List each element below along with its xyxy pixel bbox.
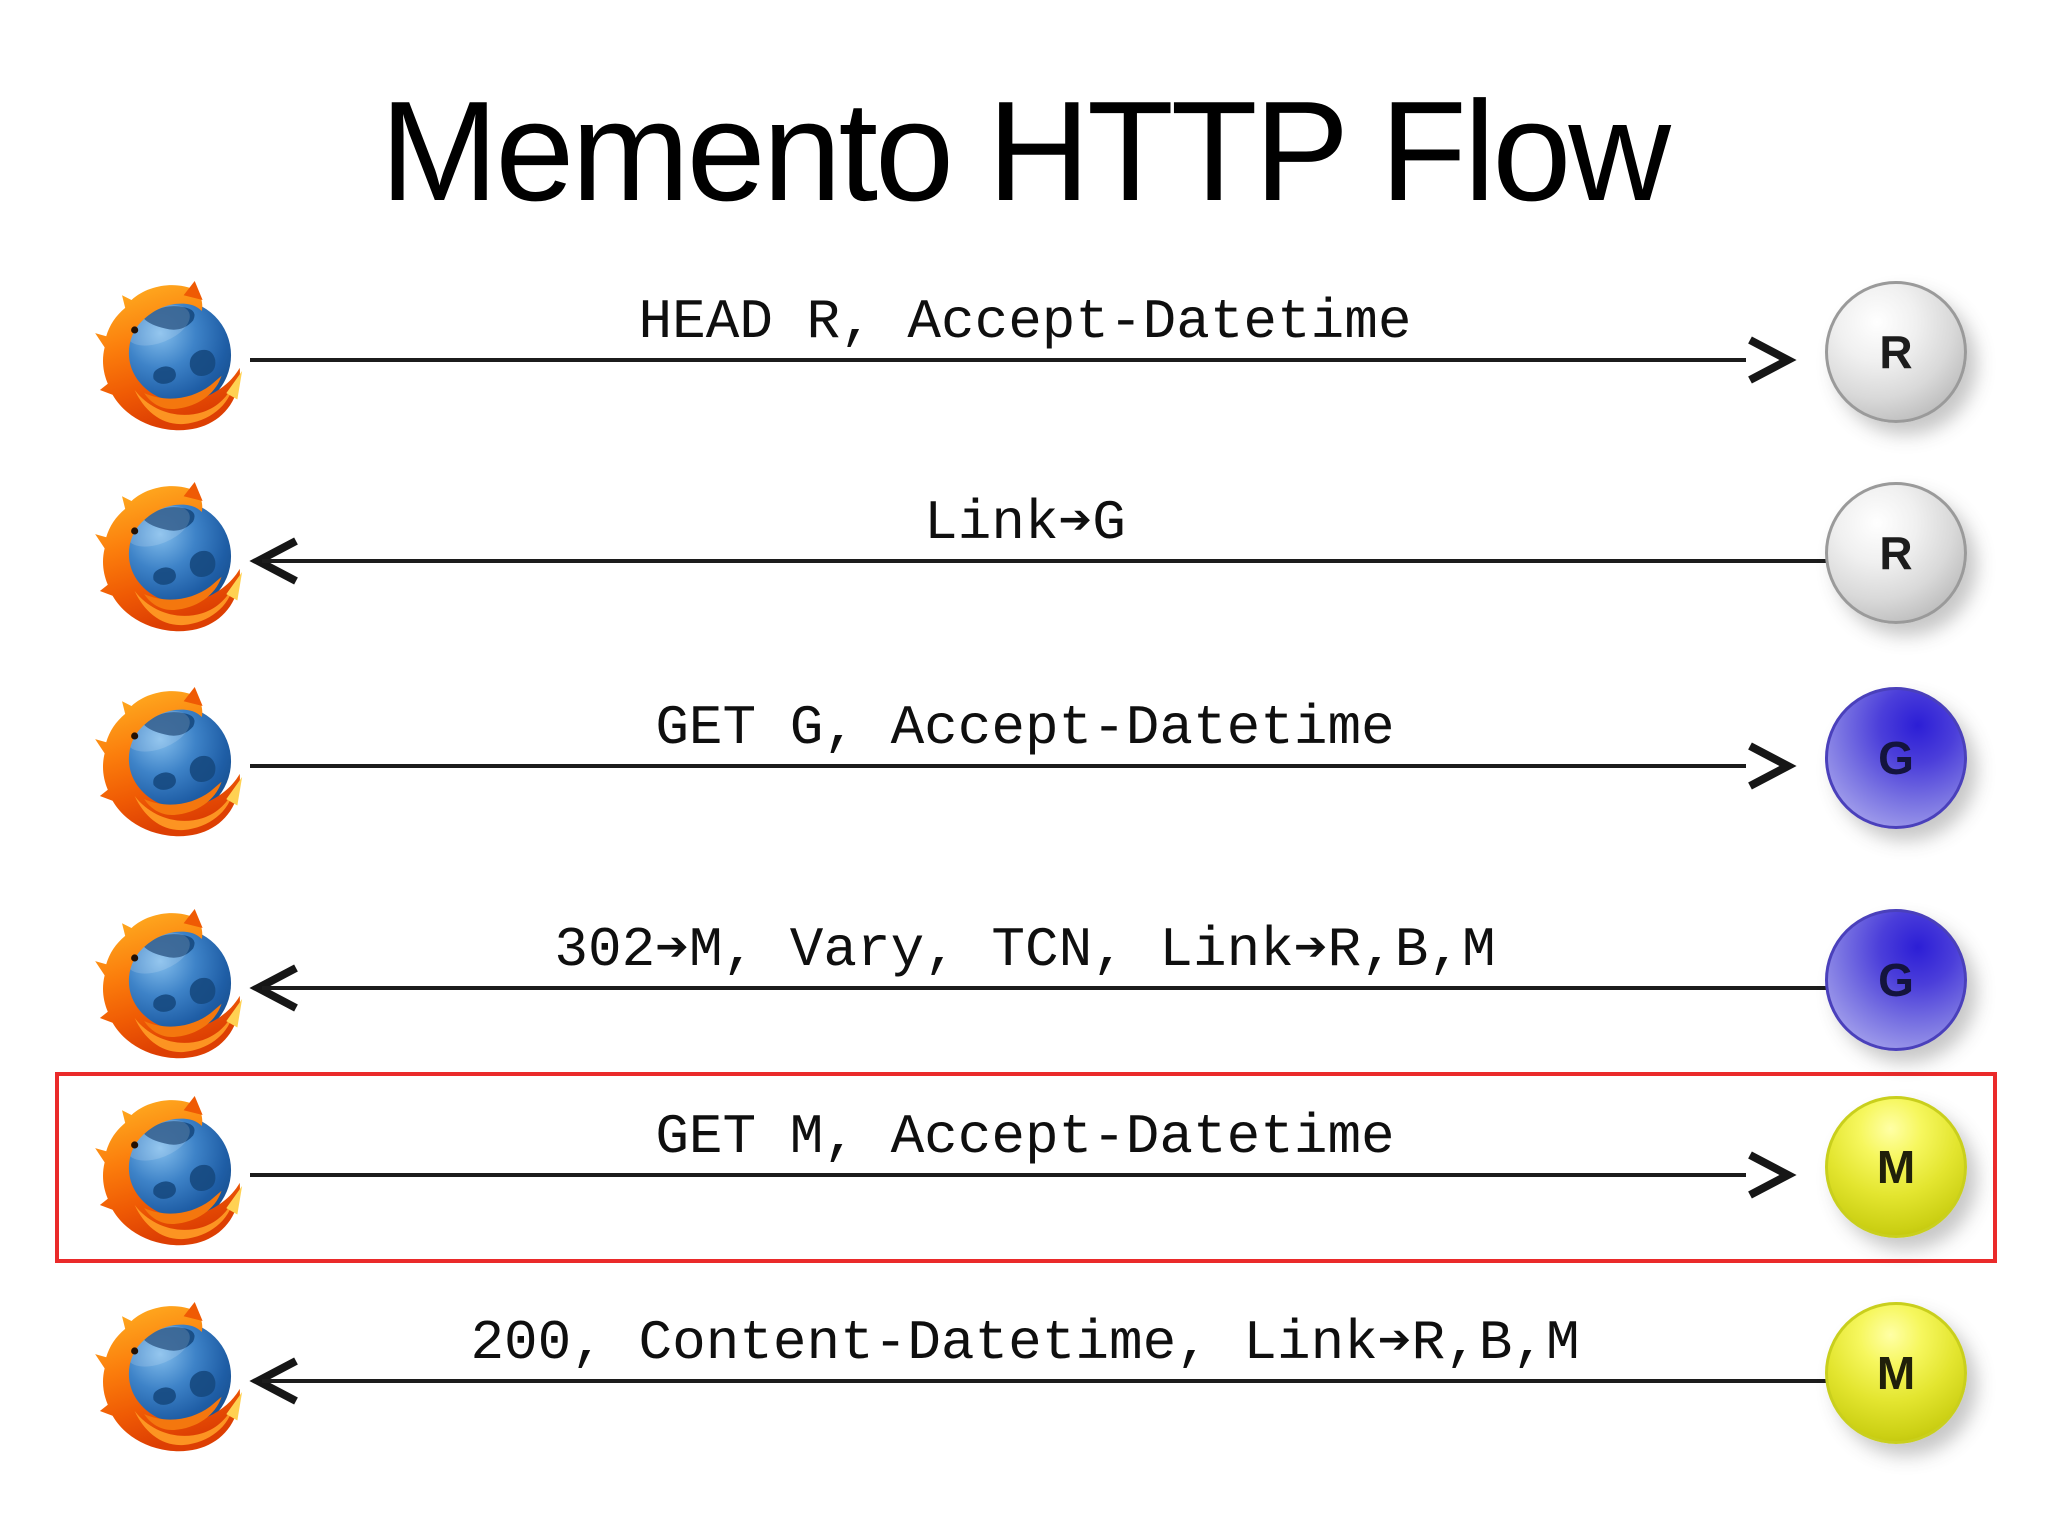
page-title: Memento HTTP Flow bbox=[380, 72, 1671, 231]
node-letter: G bbox=[1878, 732, 1914, 784]
node-letter: M bbox=[1876, 1141, 1916, 1193]
firefox-browser-icon bbox=[95, 1096, 243, 1246]
response-arrow-left bbox=[248, 956, 1828, 1020]
http-message-label: GET G, Accept-Datetime bbox=[655, 696, 1395, 760]
memento-node: M bbox=[1825, 1302, 1967, 1444]
node-letter: R bbox=[1879, 326, 1913, 378]
firefox-browser-icon bbox=[95, 1302, 243, 1452]
firefox-browser-icon bbox=[95, 482, 243, 632]
node-letter: G bbox=[1878, 954, 1914, 1006]
firefox-browser-icon bbox=[95, 687, 243, 837]
http-message-label: GET M, Accept-Datetime bbox=[655, 1105, 1395, 1169]
request-arrow-right bbox=[248, 1143, 1828, 1207]
firefox-browser-icon bbox=[95, 281, 243, 431]
response-arrow-left bbox=[248, 529, 1828, 593]
http-message-label: 200, Content-Datetime, Link➔R,B,M bbox=[470, 1311, 1580, 1375]
timegate-node: G bbox=[1825, 909, 1967, 1051]
original-resource-node: R bbox=[1825, 281, 1967, 423]
node-letter: R bbox=[1879, 527, 1913, 579]
memento-node: M bbox=[1825, 1096, 1967, 1238]
firefox-browser-icon bbox=[95, 909, 243, 1059]
node-letter: M bbox=[1876, 1347, 1916, 1399]
request-arrow-right bbox=[248, 328, 1828, 392]
http-message-label: Link➔G bbox=[924, 491, 1126, 555]
highlight-box bbox=[55, 1072, 1997, 1263]
http-message-label: 302➔M, Vary, TCN, Link➔R,B,M bbox=[554, 918, 1496, 982]
response-arrow-left bbox=[248, 1349, 1828, 1413]
timegate-node: G bbox=[1825, 687, 1967, 829]
http-message-label: HEAD R, Accept-Datetime bbox=[638, 290, 1412, 354]
original-resource-node: R bbox=[1825, 482, 1967, 624]
request-arrow-right bbox=[248, 734, 1828, 798]
